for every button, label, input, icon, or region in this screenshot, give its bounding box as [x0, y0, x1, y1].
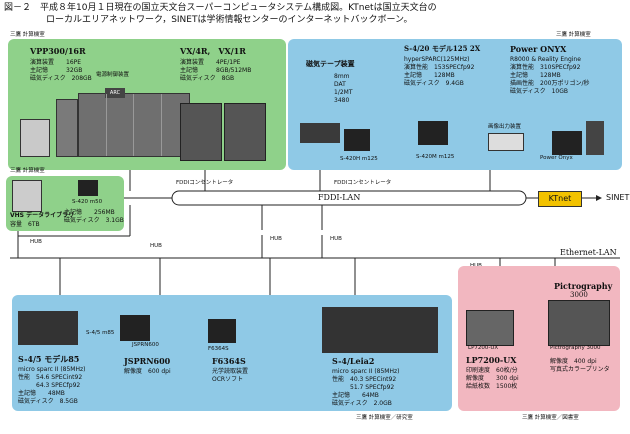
vpp-cabinet: ARC: [78, 88, 190, 157]
hub-label-left: HUB: [30, 239, 42, 245]
s420-title: S-4/20 モデル125 2X: [404, 44, 481, 53]
s420-specs: hyperSPARC(125MHz) 演算性能 153SPECfp92 主記憶 …: [404, 56, 475, 87]
vpp-title: VPP300/16R: [30, 46, 86, 56]
workstation-panel: 磁気テープ装置 8mm DAT 1/2MT 3480 S-4/20 モデル125…: [288, 39, 622, 170]
ethernet-lan-label: Ethernet-LAN: [560, 248, 617, 257]
lp-specs: 印刷速度 60枚/分 解像度 300 dpi 給紙枚数 1500枚: [466, 367, 519, 390]
lp-title: LP7200-UX: [466, 355, 517, 365]
location-label-top-right: 三鷹 計算機室: [556, 32, 591, 38]
tape-specs: 8mm DAT 1/2MT 3480: [334, 73, 353, 104]
s45-cluster: [18, 311, 78, 345]
power-control-label: 電源制御装置: [96, 72, 130, 78]
picto-specs: 解像度 400 dpi 写真式カラープリンタ: [550, 358, 610, 373]
picto-small-label: Pictrography 3000: [550, 345, 601, 351]
hub-label-center-right: HUB: [330, 236, 342, 242]
monitor-s420h: [344, 129, 370, 151]
vhs-panel: S-420 m50 VHS データライブラリ 容量 6TB 主記憶 256MB …: [6, 176, 124, 231]
bottom-workstation-panel: S-4/5 m85 JSPRN600 F6364S S-4/5 モデル85 mi…: [12, 295, 452, 411]
onyx-tower: [586, 121, 604, 155]
monitor-s420m: [418, 121, 448, 145]
vhs-monitor: [78, 180, 98, 196]
printer-panel: LP7200-UX Pictrography 3000 Pictrography…: [458, 266, 620, 411]
caption-line-2: ローカルエリアネットワーク，SINETは学術情報センターのインターネットバックボ…: [46, 15, 413, 25]
location-label-bottom-right: 三鷹 計算機室／図書室: [522, 415, 579, 421]
leia-title: S-4/Leia2: [332, 356, 375, 366]
caption-line-1: 図－２ 平成８年10月１日現在の国立天文台スーパーコンピュータシステム構成図。K…: [4, 3, 437, 13]
vhs-s420-label: S-420 m50: [72, 199, 103, 205]
f6364-monitor: [208, 319, 236, 343]
picto-model: 3000: [570, 291, 588, 299]
vhs-library: [12, 180, 42, 212]
vx-cabinet-2: [224, 103, 266, 161]
lp-small-label: LP7200-UX: [468, 345, 499, 351]
s420h-label: S-420H m125: [340, 156, 378, 162]
fddi-concentrator-right: FDDIコンセントレータ: [334, 180, 392, 186]
print-label: 画像出力装置: [488, 124, 522, 130]
tape-drive: [300, 123, 340, 143]
s420m-label: S-420M m125: [416, 154, 455, 160]
location-label-bottom-center: 三鷹 計算機室／研究室: [356, 415, 413, 421]
arc-label: ARC: [105, 88, 125, 98]
fddi-lan-label: FDDI-LAN: [318, 193, 361, 202]
leia-specs: micro sparc II (85MHz) 性能 40.3 SPECint92…: [332, 368, 400, 407]
vpp-specs: 演算装置 16PE 主記憶 32GB 磁気ディスク 208GB: [30, 59, 92, 82]
jspr-title: JSPRN600: [124, 356, 171, 366]
supercomputer-panel: VPP300/16R 演算装置 16PE 主記憶 32GB 磁気ディスク 208…: [8, 39, 286, 170]
pictrography-printer: [548, 300, 610, 346]
location-label-top-left: 三鷹 計算機室: [10, 32, 45, 38]
vhs-capacity: 容量 6TB: [10, 221, 40, 228]
tape-title: 磁気テープ装置: [306, 60, 355, 68]
s45-specs: micro sparc II (85MHz) 性能 54.6 SPECint92…: [18, 366, 86, 405]
vx-cabinet: [180, 103, 222, 161]
picto-title: Pictrography: [554, 281, 613, 291]
sinet-label: SINET: [606, 193, 630, 202]
vx-title: VX/4R, VX/1R: [180, 46, 246, 56]
f6364-title: F6364S: [212, 356, 246, 366]
s45-title: S-4/5 モデル85: [18, 354, 80, 364]
onyx-small-label: Power Onyx: [540, 155, 573, 161]
vx-specs: 演算装置 4PE/1PE 主記憶 8GB/512MB 磁気ディスク 8GB: [180, 59, 252, 82]
jspr-monitor: [120, 315, 150, 341]
onyx-specs: R8000 & Reality Engine 演算性能 310SPECfp92 …: [510, 56, 590, 95]
jspr-small-label: JSPRN600: [132, 342, 159, 348]
image-output-device: [488, 133, 524, 151]
s45-small-label: S-4/5 m85: [86, 330, 115, 336]
vhs-specs: 主記憶 256MB 磁気ディスク 3.1GB: [64, 209, 124, 224]
f6364-small-label: F6364S: [208, 346, 229, 352]
hub-label-mid: HUB: [150, 243, 162, 249]
ktnet-box: KTnet: [538, 191, 582, 207]
monitor-onyx: [552, 131, 582, 155]
hub-label-center-left: HUB: [270, 236, 282, 242]
location-label-mid-left: 三鷹 計算機室: [10, 168, 45, 174]
leia-cluster: [322, 307, 438, 353]
onyx-title: Power ONYX: [510, 44, 567, 54]
console-unit: [20, 119, 50, 157]
jspr-specs: 解像度 600 dpi: [124, 368, 171, 375]
vhs-title: VHS データライブラリ: [10, 212, 75, 219]
lp7200-printer: [466, 310, 514, 346]
disk-unit: [56, 99, 78, 157]
f6364-specs: 光学読取装置 OCRソフト: [212, 368, 249, 383]
fddi-concentrator-left: FDDIコンセントレータ: [176, 180, 234, 186]
